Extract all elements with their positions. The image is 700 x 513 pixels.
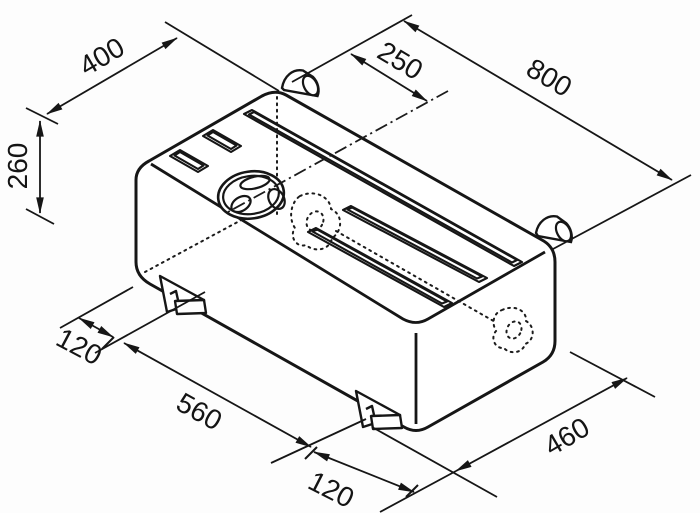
dim-label-foot-spacing: 560: [171, 387, 227, 437]
dimension-length: [403, 20, 673, 181]
dim-label-width-top: 400: [74, 31, 130, 81]
dimension-foot-offset-left: [78, 317, 114, 338]
dim-label-depth: 460: [539, 411, 595, 461]
dimension-width-top: [46, 37, 178, 115]
dimension-foot-spacing: [123, 342, 312, 448]
filler-cap: [216, 169, 286, 221]
grip-slots: [168, 128, 243, 174]
top-grooves: [242, 108, 524, 309]
vent-fitting: [280, 68, 320, 98]
dimension-lines: [36, 20, 673, 493]
dimension-foot-offset-front: [313, 451, 415, 493]
tank-body: [134, 90, 557, 432]
dimension-ticks: [101, 336, 419, 498]
dim-label-foot-offset-front: 120: [303, 465, 359, 513]
dim-label-height: 260: [2, 143, 33, 190]
tank-front-top-edges: [150, 162, 546, 324]
extension-lines: [25, 14, 692, 513]
mounting-foot-right: [354, 389, 404, 431]
dimension-depth: [455, 377, 628, 472]
dim-label-cap-position: 250: [372, 35, 428, 86]
